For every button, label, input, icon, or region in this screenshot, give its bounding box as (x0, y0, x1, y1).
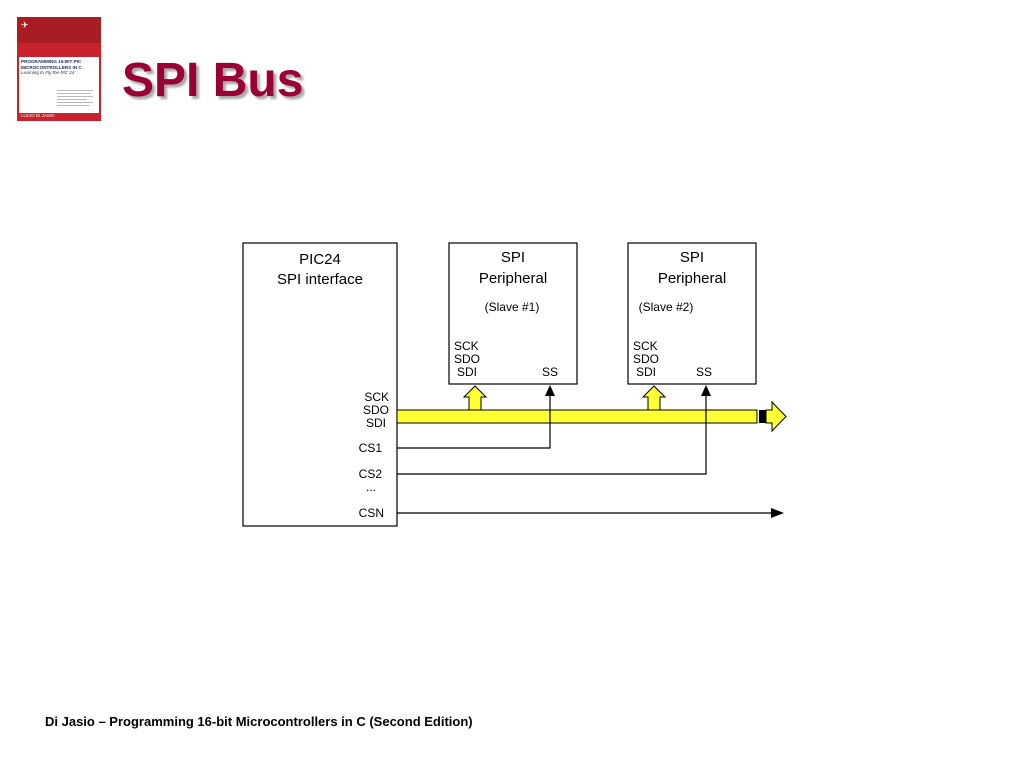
slave1-pin-sck: SCK (454, 339, 479, 353)
slave2-title-line1: SPI (680, 249, 704, 266)
cs2-arrow-head (701, 385, 711, 396)
slave2-pin-sck: SCK (633, 339, 658, 353)
master-title-line2: SPI interface (277, 271, 363, 288)
slave2-pin-ss: SS (696, 365, 712, 379)
slave2-pin-sdo: SDO (633, 352, 659, 366)
slave2-box (627, 242, 757, 385)
master-pin-sdo: SDO (363, 403, 389, 417)
book-cover-image: ✈ PROGRAMMING 16-BIT PIC MICROCONTROLLER… (17, 17, 101, 121)
master-pin-sck: SCK (364, 390, 389, 404)
book-cover-title-line2: MICROCONTROLLERS IN C (21, 64, 82, 70)
spi-data-bus (396, 409, 758, 424)
cs1-line (397, 394, 551, 449)
slave1-bus-tap-arrow (462, 385, 488, 411)
slave1-title-line2: Peripheral (479, 270, 547, 287)
book-cover-title-line1: PROGRAMMING 16-BIT PIC (21, 59, 82, 64)
slave1-pin-sdo: SDO (454, 352, 480, 366)
master-box (242, 242, 398, 527)
slave1-pin-ss: SS (542, 365, 558, 379)
book-cover-subtitle: Learning to Fly the PIC 24 (21, 70, 75, 75)
master-pin-cs2: CS2 (359, 467, 383, 481)
cs2-line (397, 394, 707, 475)
slave2-subtitle: (Slave #2) (639, 300, 694, 314)
slave2-bus-tap-arrow (641, 385, 667, 411)
slave2-title-line2: Peripheral (658, 270, 726, 287)
book-cover-header (17, 17, 101, 43)
book-cover-title: PROGRAMMING 16-BIT PIC MICROCONTROLLERS … (19, 57, 99, 87)
book-cover-body (19, 87, 99, 113)
csn-arrow-head (771, 508, 784, 518)
master-pin-csn: CSN (359, 506, 384, 520)
slave2-pin-sdi: SDI (636, 365, 656, 379)
slide-title: SPI Bus (122, 54, 304, 107)
master-pin-ellipsis: ... (366, 480, 376, 494)
master-pin-cs1: CS1 (359, 441, 383, 455)
bus-connector-stub (759, 410, 766, 423)
slave1-pin-sdi: SDI (457, 365, 477, 379)
master-pin-sdi: SDI (366, 416, 386, 430)
slide-footer: Di Jasio – Programming 16-bit Microcontr… (45, 714, 473, 729)
slave1-box (448, 242, 578, 385)
slave1-subtitle: (Slave #1) (485, 300, 540, 314)
cs1-arrow-head (545, 385, 555, 396)
publisher-logo-icon: ✈ (21, 20, 29, 30)
bus-arrow-head (765, 400, 787, 433)
slave1-title-line1: SPI (501, 249, 525, 266)
master-title-line1: PIC24 (299, 251, 341, 268)
book-cover-author: LUCIO Di JASIO (21, 113, 55, 118)
